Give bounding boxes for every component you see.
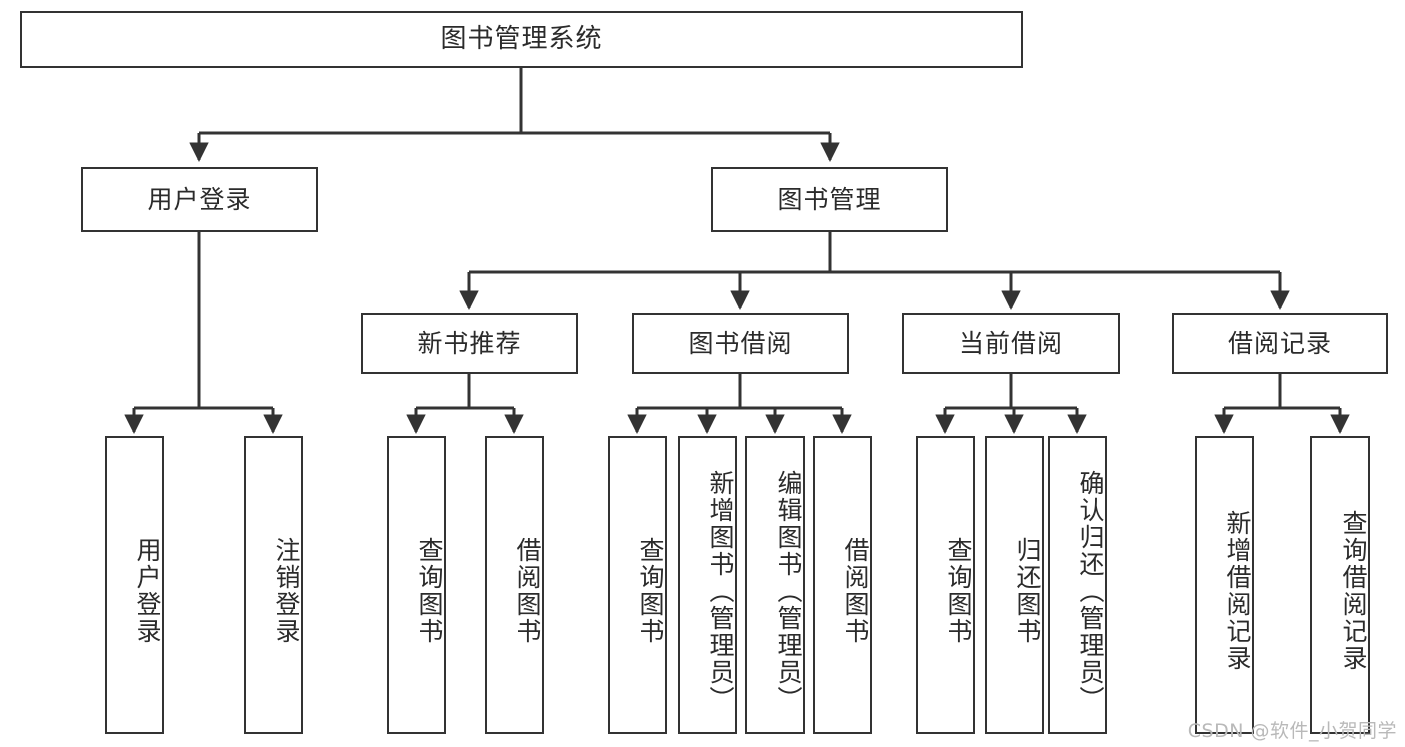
leaf-borrow-book-1-label: 借阅图书 [513,537,542,645]
leaf-return-book[interactable]: 归还图书 [985,436,1044,734]
leaf-confirm-return[interactable]: 确认归还（管理员） [1048,436,1107,734]
node-new-book-recommend-label: 新书推荐 [417,328,522,358]
node-book-borrow-label: 图书借阅 [688,328,793,358]
leaf-query-borrow-record[interactable]: 查询借阅记录 [1310,436,1370,734]
leaf-query-book-1-label: 查询图书 [415,537,444,645]
node-root[interactable]: 图书管理系统 [20,11,1023,68]
leaf-edit-book-label: 编辑图书（管理员） [774,469,803,713]
leaf-edit-book[interactable]: 编辑图书（管理员） [745,436,805,734]
leaf-borrow-book-2-label: 借阅图书 [841,537,870,645]
leaf-add-book[interactable]: 新增图书（管理员） [678,436,737,734]
leaf-user-login-label: 用户登录 [133,537,162,645]
leaf-query-book-3-label: 查询图书 [944,537,973,645]
leaf-borrow-book-1[interactable]: 借阅图书 [485,436,544,734]
node-book-manage-label: 图书管理 [777,184,882,214]
leaf-borrow-book-2[interactable]: 借阅图书 [813,436,872,734]
leaf-confirm-return-label: 确认归还（管理员） [1076,469,1105,713]
node-root-label: 图书管理系统 [440,24,603,55]
leaf-query-book-3[interactable]: 查询图书 [916,436,975,734]
node-user-login[interactable]: 用户登录 [81,167,318,232]
node-new-book-recommend[interactable]: 新书推荐 [361,313,578,374]
leaf-user-logout-label: 注销登录 [272,537,301,645]
leaf-query-book-2[interactable]: 查询图书 [608,436,667,734]
leaf-return-book-label: 归还图书 [1013,537,1042,645]
node-book-manage[interactable]: 图书管理 [711,167,948,232]
leaf-user-logout[interactable]: 注销登录 [244,436,303,734]
leaf-add-book-label: 新增图书（管理员） [706,469,735,713]
leaf-query-borrow-record-label: 查询借阅记录 [1339,510,1368,672]
node-borrow-record-label: 借阅记录 [1227,328,1332,358]
leaf-query-book-2-label: 查询图书 [636,537,665,645]
leaf-user-login[interactable]: 用户登录 [105,436,164,734]
node-current-borrow-label: 当前借阅 [958,328,1063,358]
node-borrow-record[interactable]: 借阅记录 [1172,313,1388,374]
leaf-add-borrow-record-label: 新增借阅记录 [1223,510,1252,672]
node-user-login-label: 用户登录 [147,184,252,214]
node-book-borrow[interactable]: 图书借阅 [632,313,849,374]
node-current-borrow[interactable]: 当前借阅 [902,313,1120,374]
leaf-query-book-1[interactable]: 查询图书 [387,436,446,734]
leaf-add-borrow-record[interactable]: 新增借阅记录 [1195,436,1254,734]
